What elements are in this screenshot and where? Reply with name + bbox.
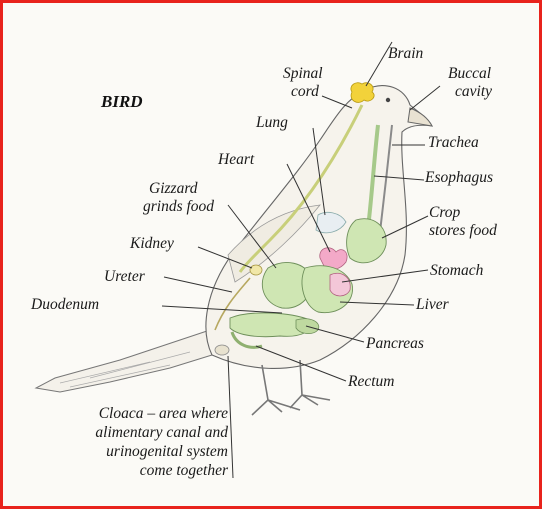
- label-buccal-cavity-line2: cavity: [455, 83, 492, 100]
- label-liver: Liver: [415, 296, 450, 313]
- label-lung: Lung: [255, 114, 288, 131]
- label-crop-line1: Crop: [429, 204, 461, 221]
- label-esophagus: Esophagus: [424, 169, 493, 186]
- label-gizzard-line1: Gizzard: [149, 180, 198, 197]
- label-brain: Brain: [388, 45, 424, 62]
- bird-illustration: [36, 83, 432, 415]
- label-trachea: Trachea: [428, 134, 479, 151]
- label-cloaca-line2: alimentary canal and: [95, 424, 228, 441]
- label-gizzard-line2: grinds food: [143, 198, 214, 215]
- cloaca: [215, 345, 229, 355]
- label-pancreas: Pancreas: [365, 335, 424, 352]
- label-kidney: Kidney: [129, 235, 174, 252]
- label-spinal-cord-line1: Spinal: [283, 65, 323, 82]
- label-heart: Heart: [217, 151, 255, 168]
- eye: [386, 98, 390, 102]
- label-duodenum: Duodenum: [30, 296, 99, 313]
- label-buccal-cavity-line1: Buccal: [448, 65, 491, 82]
- label-rectum: Rectum: [347, 373, 394, 390]
- label-ureter: Ureter: [104, 268, 146, 285]
- kidney: [250, 265, 262, 275]
- label-stomach: Stomach: [430, 262, 484, 279]
- label-cloaca-line1: Cloaca – area where: [99, 405, 228, 422]
- label-spinal-cord-line2: cord: [291, 83, 319, 100]
- diagram-title: BIRD: [100, 92, 143, 111]
- crop: [347, 219, 387, 263]
- label-cloaca-line4: come together: [140, 462, 229, 479]
- label-crop-line2: stores food: [429, 222, 497, 239]
- brain: [351, 83, 374, 103]
- label-cloaca-line3: urinogenital system: [106, 443, 228, 460]
